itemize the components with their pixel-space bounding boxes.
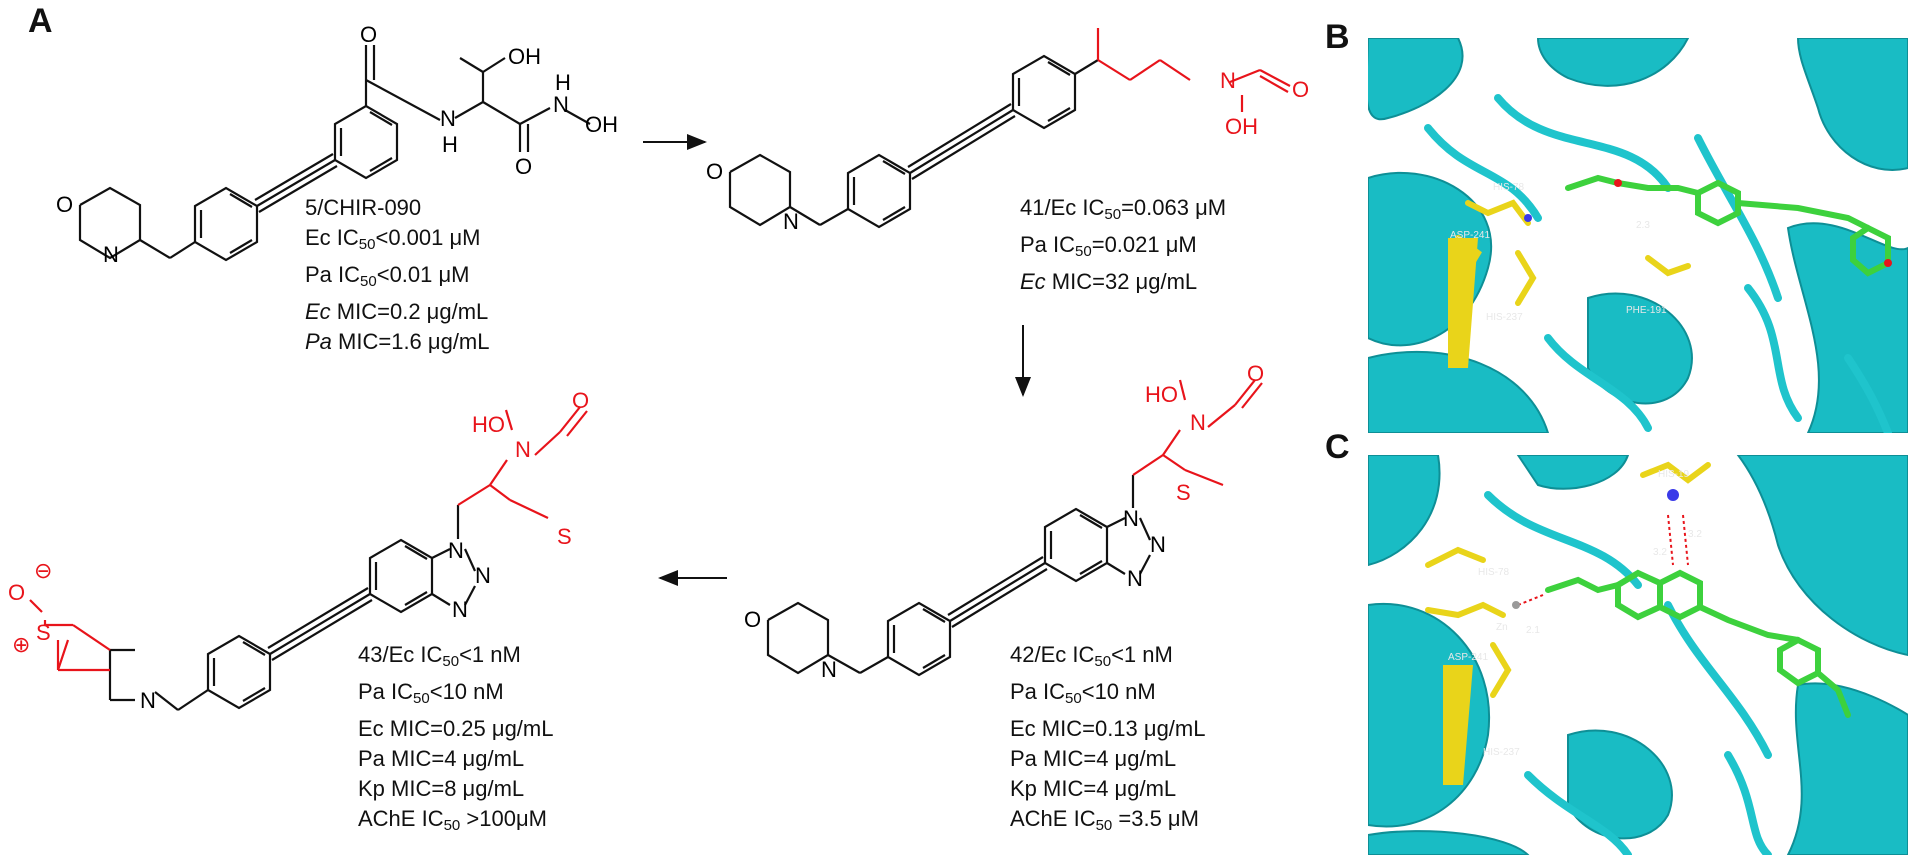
compound-42-ec-ic50: 42/Ec IC50<1 nM bbox=[1010, 642, 1173, 670]
distance-label-1: 2.1 bbox=[1526, 625, 1540, 636]
atom-n: N bbox=[553, 92, 569, 117]
compound-43-properties: 43/Ec IC50<1 nM Pa IC50<10 nM Ec MIC=0.2… bbox=[358, 640, 553, 841]
panel-c-docking-image: HIS-19 HIS-78 ASP-241 HIS-237 Zn 2.1 3.2… bbox=[1368, 455, 1908, 855]
atom-o: O bbox=[706, 159, 723, 184]
zn-label: Zn bbox=[1496, 622, 1508, 633]
residue-label-asp: ASP-241 bbox=[1450, 230, 1490, 241]
distance-label-2: 3.2 bbox=[1688, 529, 1702, 540]
atom-oh: OH bbox=[508, 44, 541, 69]
atom-n: N bbox=[140, 688, 156, 713]
distance-label-3: 3.2 bbox=[1653, 547, 1667, 558]
compound-5-structure bbox=[78, 45, 591, 262]
atom-oh: OH bbox=[1225, 114, 1258, 139]
compound-42-ache: AChE IC50 =3.5 μM bbox=[1010, 806, 1199, 834]
atom-n: N bbox=[821, 657, 837, 682]
compound-42-pa-mic: Pa MIC=4 μg/mL bbox=[1010, 746, 1177, 771]
residue-label-phe: PHE-191 bbox=[1626, 305, 1667, 316]
compound-43-pa-ic50: Pa IC50<10 nM bbox=[358, 679, 504, 707]
compound-43-ache: AChE IC50 >100μM bbox=[358, 806, 547, 834]
atom-n: N bbox=[1123, 506, 1139, 531]
compound-43-structure bbox=[108, 505, 477, 711]
compound-41-properties: 41/Ec IC50=0.063 μM Pa IC50=0.021 μM Ec … bbox=[1020, 193, 1226, 297]
minus-charge: ⊖ bbox=[34, 558, 52, 583]
residue-label-his78: HIS-78 bbox=[1478, 567, 1510, 578]
atom-n: N bbox=[1220, 68, 1236, 93]
atom-n: N bbox=[1150, 532, 1166, 557]
atom-o: O bbox=[1292, 77, 1309, 102]
atom-n: N bbox=[515, 437, 531, 462]
atom-s: S bbox=[1176, 480, 1191, 505]
atom-o: O bbox=[515, 154, 532, 179]
compound-42-structure bbox=[766, 475, 1152, 677]
compound-5-ec-ic50: Ec IC50<0.001 μM bbox=[305, 225, 481, 253]
atom-oh: OH bbox=[585, 112, 618, 137]
compound-43-pa-mic: Pa MIC=4 μg/mL bbox=[358, 746, 525, 771]
atom-o: O bbox=[572, 388, 589, 413]
atom-n: N bbox=[475, 563, 491, 588]
compound-43-ec-mic: Ec MIC=0.25 μg/mL bbox=[358, 716, 554, 741]
compound-41-structure bbox=[728, 54, 1099, 229]
atom-o: O bbox=[744, 607, 761, 632]
atom-o: O bbox=[56, 192, 73, 217]
compound-42-properties: 42/Ec IC50<1 nM Pa IC50<10 nM Ec MIC=0.1… bbox=[1010, 640, 1205, 841]
atom-ho: HO bbox=[472, 412, 505, 437]
panel-b-docking-image: HIS-78 ASP-241 HIS-237 PHE-191 2.3 bbox=[1368, 38, 1908, 433]
distance-label: 2.3 bbox=[1636, 220, 1650, 231]
atom-ho: HO bbox=[1145, 382, 1178, 407]
atom-n: N bbox=[103, 242, 119, 267]
atom-n: N bbox=[783, 209, 799, 234]
atom-n: N bbox=[1190, 410, 1206, 435]
atom-h: H bbox=[442, 132, 458, 157]
atom-n: N bbox=[448, 538, 464, 563]
compound-5-properties: 5/CHIR-090 Ec IC50<0.001 μM Pa IC50<0.01… bbox=[305, 193, 490, 357]
compound-41-ec-ic50: 41/Ec IC50=0.063 μM bbox=[1020, 195, 1227, 223]
compound-41-pa-ic50: Pa IC50=0.021 μM bbox=[1020, 232, 1197, 260]
compound-5-pa-ic50: Pa IC50<0.01 μM bbox=[305, 262, 470, 290]
compound-43-ec-ic50: 43/Ec IC50<1 nM bbox=[358, 642, 521, 670]
panel-a-label: A bbox=[28, 2, 53, 40]
atom-s: S bbox=[557, 524, 572, 549]
atom-s: S bbox=[36, 620, 51, 645]
atom-n: N bbox=[440, 106, 456, 131]
panel-c-label: C bbox=[1325, 428, 1350, 466]
compound-43-kp-mic: Kp MIC=8 μg/mL bbox=[358, 776, 525, 801]
residue-label-his237: HIS-237 bbox=[1486, 312, 1523, 323]
compound-42-kp-mic: Kp MIC=4 μg/mL bbox=[1010, 776, 1177, 801]
compound-42-ec-mic: Ec MIC=0.13 μg/mL bbox=[1010, 716, 1206, 741]
residue-label-his237: HIS-237 bbox=[1483, 747, 1520, 758]
atom-o: O bbox=[8, 580, 25, 605]
atom-n: N bbox=[1127, 566, 1143, 591]
atom-n: N bbox=[452, 597, 468, 622]
compound-5-pa-mic: Pa MIC=1.6 μg/mL bbox=[305, 329, 490, 354]
residue-label-his19: HIS-19 bbox=[1658, 469, 1690, 480]
reaction-scheme: O N O N H OH O N H OH O N N O OH bbox=[8, 22, 1309, 713]
panel-c-render: HIS-19 HIS-78 ASP-241 HIS-237 Zn 2.1 3.2… bbox=[1368, 455, 1908, 855]
plus-charge: ⊕ bbox=[12, 632, 30, 657]
panel-b-label: B bbox=[1325, 18, 1350, 56]
compound-42-pa-ic50: Pa IC50<10 nM bbox=[1010, 679, 1156, 707]
residue-label-his: HIS-78 bbox=[1493, 182, 1525, 193]
residue-label-asp: ASP-241 bbox=[1448, 652, 1488, 663]
atom-o: O bbox=[1247, 361, 1264, 386]
panel-b-render: HIS-78 ASP-241 HIS-237 PHE-191 2.3 bbox=[1368, 38, 1908, 433]
compound-41-ec-mic: Ec MIC=32 μg/mL bbox=[1020, 269, 1198, 294]
atom-h: H bbox=[555, 70, 571, 95]
compound-5-ec-mic: Ec MIC=0.2 μg/mL bbox=[305, 299, 489, 324]
atom-o: O bbox=[360, 22, 377, 47]
compound-5-name: 5/CHIR-090 bbox=[305, 195, 422, 220]
